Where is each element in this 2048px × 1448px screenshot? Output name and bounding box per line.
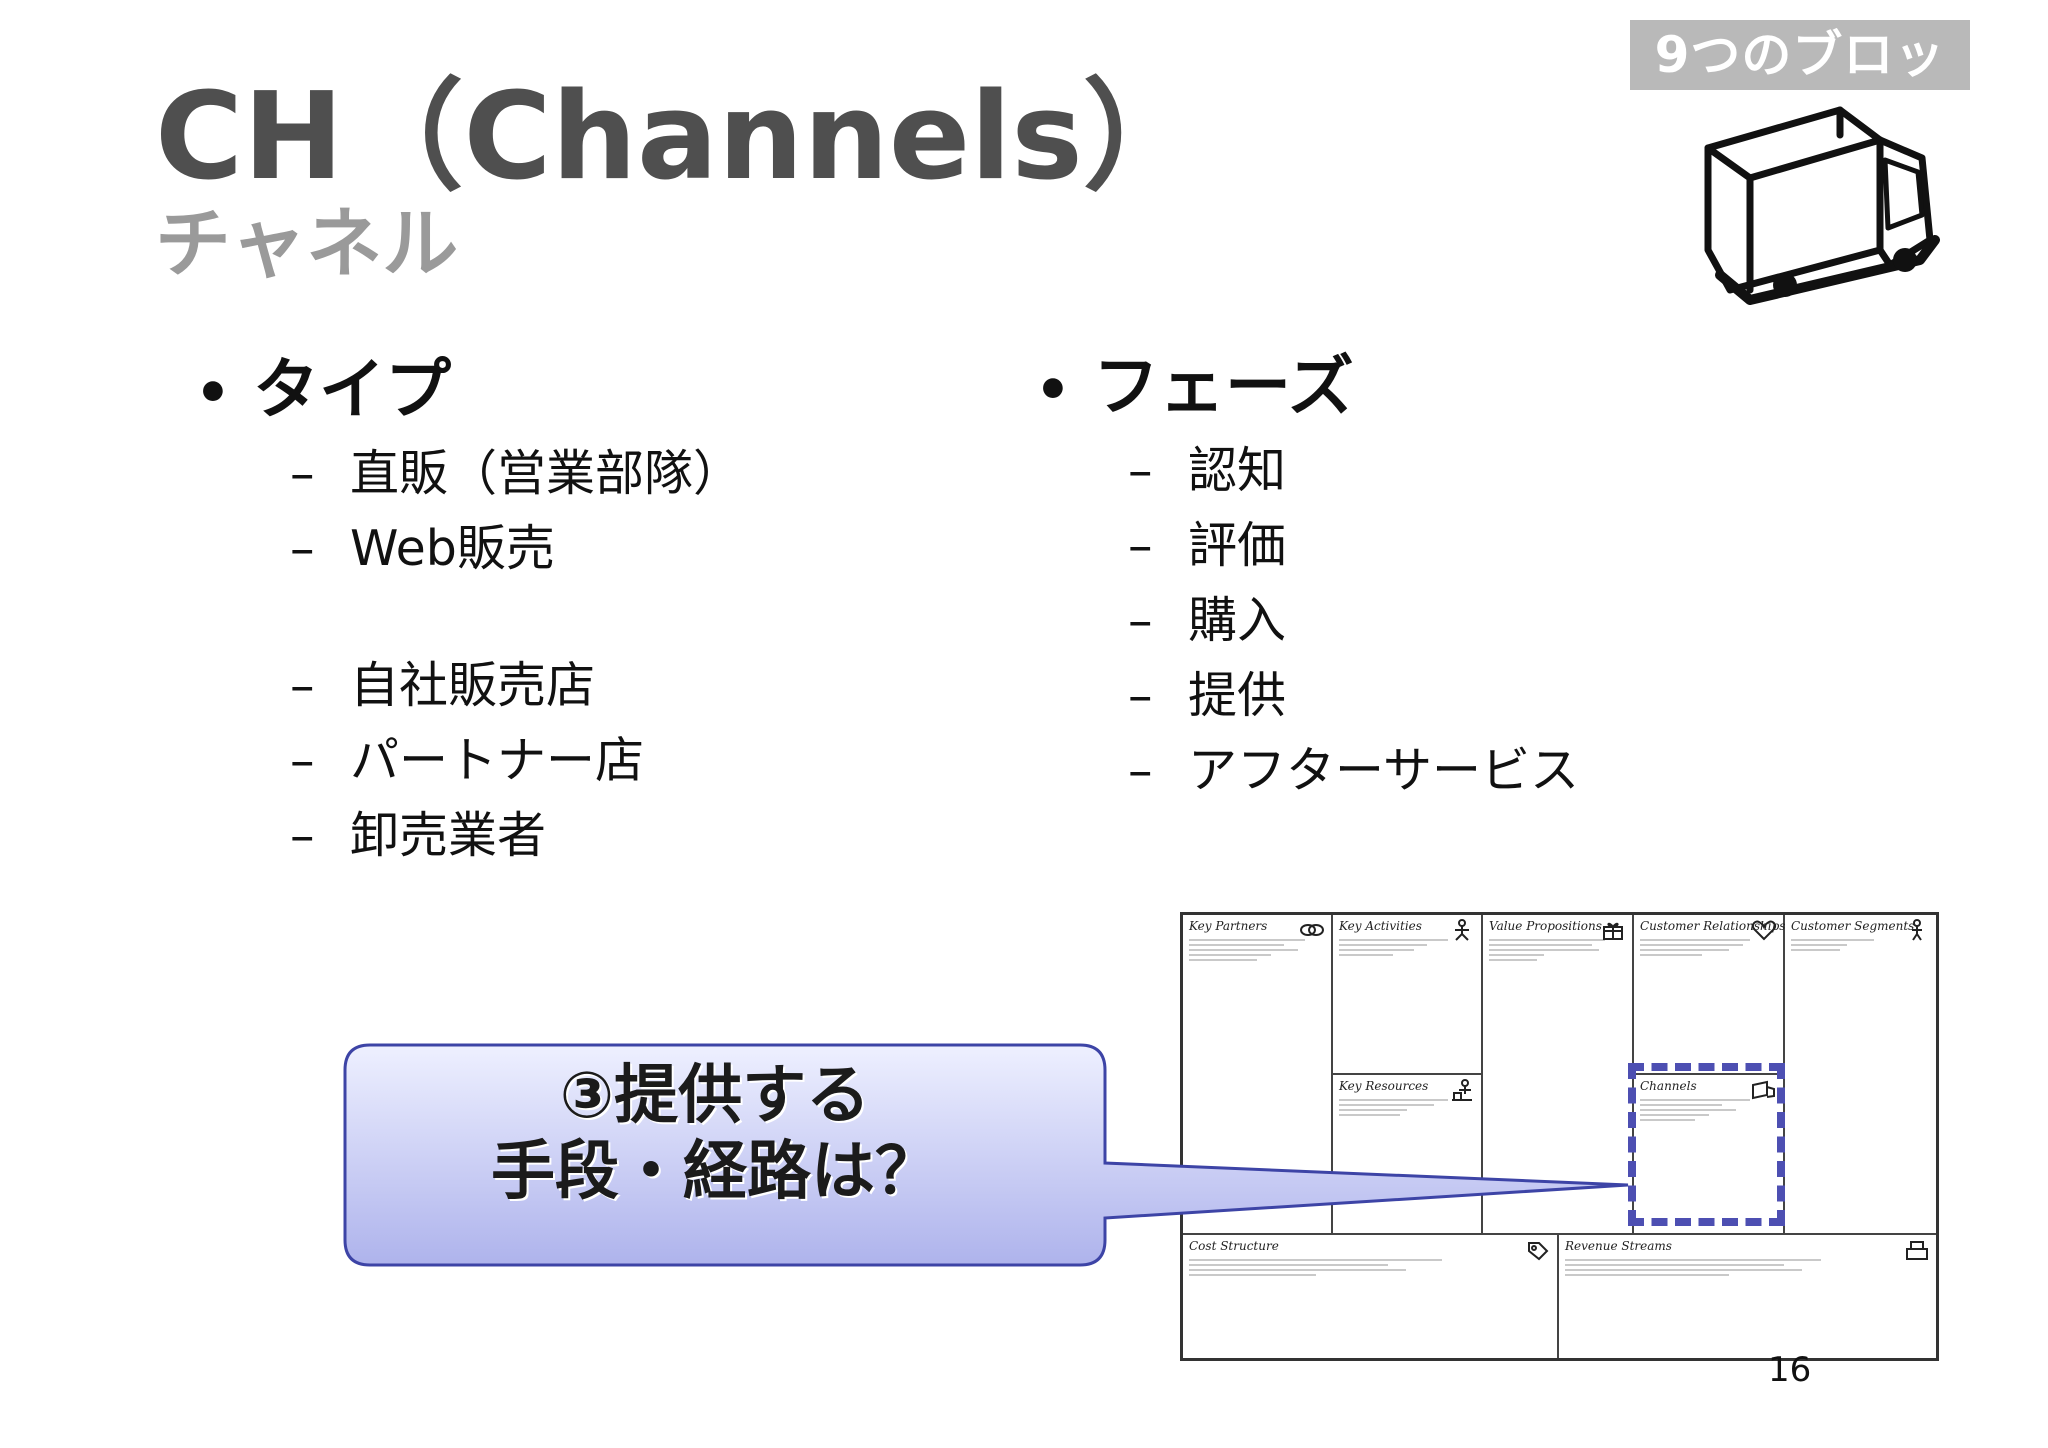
slide-subtitle: チャネル bbox=[155, 199, 459, 288]
right-column: • フェーズ bbox=[1035, 345, 1354, 433]
dash-icon: – bbox=[1128, 667, 1153, 724]
callout-line: 手段・経路は？ bbox=[491, 1135, 939, 1209]
placeholder-lines bbox=[1565, 1259, 1930, 1276]
callout-text: ③提供する 手段・経路は？ bbox=[340, 1058, 1090, 1210]
person-icon bbox=[1912, 919, 1922, 941]
canvas-revenue-streams: Revenue Streams bbox=[1559, 1235, 1936, 1358]
placeholder-lines bbox=[1189, 1259, 1551, 1276]
placeholder-lines bbox=[1339, 1099, 1475, 1116]
right-item: –アフターサービス bbox=[1128, 740, 1579, 802]
canvas-key-activities: Key Activities bbox=[1333, 915, 1483, 1075]
left-item: –直販（営業部隊） bbox=[290, 443, 742, 505]
right-item-label: 提供 bbox=[1188, 667, 1287, 724]
worker-icon bbox=[1455, 919, 1469, 941]
right-item-label: 評価 bbox=[1188, 517, 1287, 574]
canvas-key-resources: Key Resources bbox=[1333, 1075, 1483, 1235]
slide-title: CH（Channels） bbox=[155, 68, 1203, 207]
callout-line: ③提供する bbox=[559, 1059, 871, 1133]
canvas-label: Key Partners bbox=[1189, 919, 1268, 933]
price-tag-icon bbox=[1528, 1242, 1549, 1261]
placeholder-lines bbox=[1489, 939, 1626, 961]
right-item-label: アフターサービス bbox=[1188, 742, 1580, 799]
left-item: –自社販売店 bbox=[290, 655, 595, 717]
right-item-label: 認知 bbox=[1188, 442, 1287, 499]
dash-icon: – bbox=[1128, 592, 1153, 649]
canvas-label: Key Activities bbox=[1339, 919, 1422, 933]
placeholder-lines bbox=[1189, 939, 1325, 961]
business-model-canvas: Key Partners Key Activities Key Resource… bbox=[1180, 912, 1939, 1361]
canvas-label: Value Propositions bbox=[1489, 919, 1602, 933]
left-item-label: 直販（営業部隊） bbox=[350, 445, 743, 502]
left-item: –パートナー店 bbox=[290, 730, 644, 792]
canvas-key-partners: Key Partners bbox=[1183, 915, 1333, 1235]
dash-icon: – bbox=[290, 807, 315, 864]
right-item: –評価 bbox=[1128, 515, 1286, 577]
right-item-label: 購入 bbox=[1188, 592, 1287, 649]
left-heading: • タイプ bbox=[195, 348, 451, 436]
canvas-customer-relationships: Customer Relationships bbox=[1634, 915, 1785, 1075]
channels-highlight bbox=[1628, 1063, 1785, 1226]
left-item-label: 自社販売店 bbox=[350, 657, 596, 714]
right-item: –認知 bbox=[1128, 440, 1286, 502]
right-item: –購入 bbox=[1128, 590, 1286, 652]
canvas-label: Cost Structure bbox=[1189, 1239, 1279, 1253]
callout-bubble bbox=[343, 1043, 1629, 1267]
bullet-icon: • bbox=[1035, 358, 1071, 423]
canvas-label: Customer Relationships bbox=[1640, 919, 1786, 933]
cash-register-icon bbox=[1906, 1241, 1928, 1260]
gift-icon bbox=[1603, 922, 1623, 940]
left-heading-label: タイプ bbox=[253, 351, 451, 428]
factory-worker-icon bbox=[1452, 1079, 1472, 1101]
left-item-label: パートナー店 bbox=[350, 732, 645, 789]
dash-icon: – bbox=[290, 520, 315, 577]
dash-icon: – bbox=[1128, 442, 1153, 499]
canvas-customer-segments: Customer Segments bbox=[1785, 915, 1936, 1235]
heart-icon bbox=[1751, 920, 1777, 941]
dash-icon: – bbox=[1128, 517, 1153, 574]
canvas-label: Revenue Streams bbox=[1565, 1239, 1672, 1253]
page-number: 16 bbox=[1768, 1350, 1812, 1390]
placeholder-lines bbox=[1339, 939, 1475, 956]
dash-icon: – bbox=[290, 732, 315, 789]
section-badge: 9つのブロック bbox=[1630, 20, 1970, 154]
left-item-label: 卸売業者 bbox=[350, 807, 547, 864]
truck-icon bbox=[1704, 106, 1940, 305]
bullet-icon: • bbox=[195, 361, 231, 426]
left-item: –Web販売 bbox=[290, 518, 555, 580]
left-column: • タイプ bbox=[195, 348, 451, 436]
dash-icon: – bbox=[1128, 742, 1153, 799]
truck-icon bbox=[1752, 1080, 1775, 1100]
canvas-label: Channels bbox=[1640, 1079, 1697, 1093]
placeholder-lines bbox=[1640, 1099, 1777, 1121]
canvas-cost-structure: Cost Structure bbox=[1183, 1235, 1559, 1358]
right-heading-label: フェーズ bbox=[1093, 348, 1354, 425]
left-item-label: Web販売 bbox=[350, 520, 555, 577]
dash-icon: – bbox=[290, 445, 315, 502]
link-icon bbox=[1300, 924, 1324, 936]
placeholder-lines bbox=[1640, 939, 1777, 956]
canvas-label: Customer Segments bbox=[1791, 919, 1915, 933]
canvas-label: Key Resources bbox=[1339, 1079, 1429, 1093]
dash-icon: – bbox=[290, 657, 315, 714]
placeholder-lines bbox=[1791, 939, 1930, 951]
left-item: –卸売業者 bbox=[290, 805, 546, 867]
right-heading: • フェーズ bbox=[1035, 345, 1354, 433]
right-item: –提供 bbox=[1128, 665, 1286, 727]
